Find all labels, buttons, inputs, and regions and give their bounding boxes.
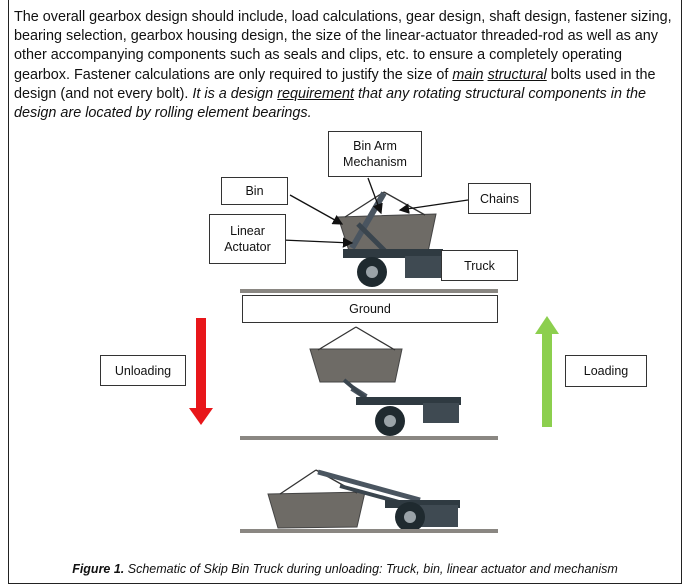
linear-actuator-rod — [356, 222, 388, 254]
figure-caption: Figure 1. Schematic of Skip Bin Truck du… — [0, 562, 690, 576]
bin-shape — [267, 491, 366, 529]
truck-chassis — [356, 397, 461, 405]
text-segment-1: The overall gearbox design should includ… — [14, 9, 672, 83]
truck-cab-block — [423, 403, 459, 423]
loading-arrow — [535, 316, 559, 427]
truck-cab-block — [420, 505, 458, 527]
truck-chassis — [385, 500, 460, 508]
ground-strip — [240, 289, 498, 293]
emphasis-main: main — [452, 66, 484, 83]
pointer-chains — [398, 199, 469, 214]
truck-cab-block — [405, 256, 443, 278]
chain-line — [344, 191, 385, 218]
text-segment-3: It is a design — [192, 85, 278, 102]
label-bin: Bin — [221, 177, 288, 205]
truck-stage-unloaded — [240, 469, 498, 533]
text-segment-2: bolts used in the design (and not every … — [14, 66, 656, 102]
label-ground: Ground — [242, 295, 498, 323]
unloading-arrow — [189, 318, 213, 425]
truck-stage-loaded — [240, 191, 498, 293]
text-segment-4: that any rotating structural components … — [14, 85, 646, 122]
chain-line — [355, 326, 396, 351]
figure-number: Figure 1. — [72, 562, 125, 576]
bin-shape — [309, 348, 403, 383]
pointer-actuator — [281, 237, 354, 248]
label-bin-arm-mechanism: Bin Arm Mechanism — [328, 131, 422, 177]
chain-line — [317, 326, 357, 351]
requirements-paragraph: The overall gearbox design should includ… — [14, 8, 680, 123]
page-frame — [8, 0, 682, 584]
truck-hub — [366, 266, 378, 278]
chain-line — [279, 469, 317, 495]
truck-stage-lifting — [240, 326, 498, 440]
ground-strip — [240, 436, 498, 440]
ground-strip — [240, 529, 498, 533]
label-truck: Truck — [441, 250, 518, 281]
pointer-bin — [289, 194, 344, 225]
bin-arm — [349, 191, 387, 250]
bin-arm — [317, 469, 421, 503]
emphasis-structural: structural — [487, 66, 547, 83]
pointer-bin-arm — [367, 177, 383, 215]
caption-text: Schematic of Skip Bin Truck during unloa… — [124, 562, 618, 576]
truck-hub — [404, 511, 416, 523]
emphasis-requirement: requirement — [277, 85, 354, 102]
label-loading: Loading — [565, 355, 647, 387]
truck-chassis — [343, 249, 443, 258]
label-chains: Chains — [468, 183, 531, 214]
chain-line — [383, 191, 426, 216]
truck-hub — [384, 415, 396, 427]
label-linear-actuator: Linear Actuator — [209, 214, 286, 264]
label-unloading: Unloading — [100, 355, 186, 386]
